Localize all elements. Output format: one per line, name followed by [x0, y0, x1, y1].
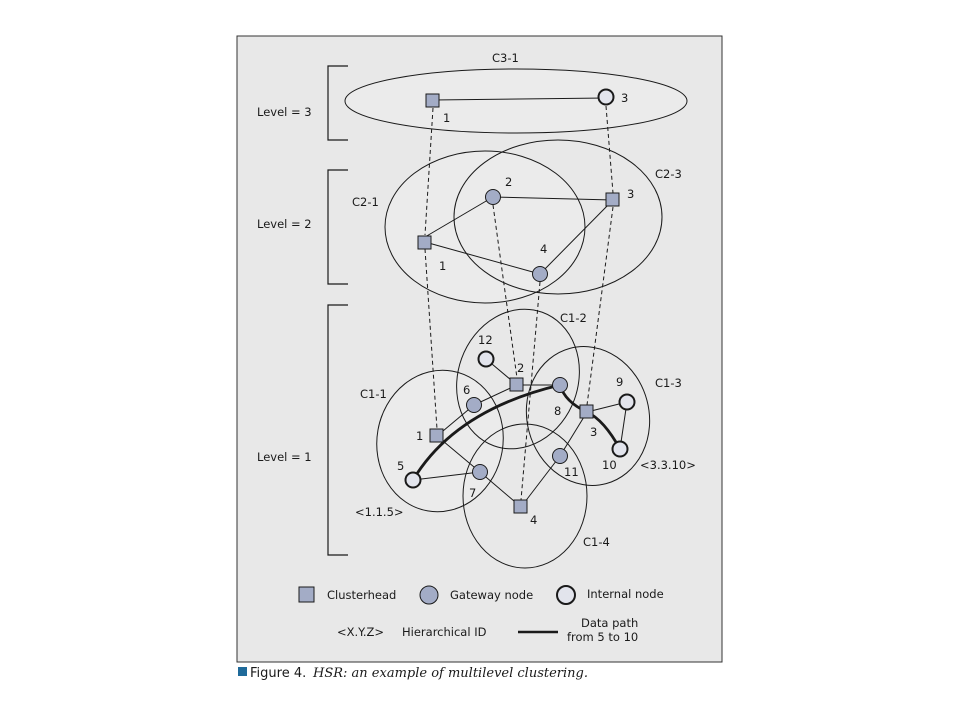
gateway-node: [466, 397, 482, 413]
cluster-c2-1: [384, 150, 586, 304]
legend-data-path-label-2: from 5 to 10: [567, 630, 638, 644]
proj-l2-3-to-l1-3: [586, 206, 614, 406]
legend-data-path-label-1: Data path: [581, 616, 638, 630]
clusterhead-node: [605, 192, 620, 207]
node-id: 1: [439, 259, 446, 273]
link-l3-1-3: [432, 97, 607, 101]
node-id: 12: [478, 333, 493, 347]
node-id: 10: [602, 458, 617, 472]
internal-node: [404, 471, 422, 489]
node-id: 8: [554, 404, 561, 418]
node-id: 3: [621, 91, 628, 105]
link-l2-1-2: [424, 196, 494, 238]
bracket-level-3: [327, 65, 348, 141]
cluster-c2-3: [453, 139, 663, 295]
gateway-node: [552, 377, 568, 393]
cluster-c1-3-label: C1-3: [655, 376, 682, 390]
gateway-node: [552, 448, 568, 464]
node-id: 4: [540, 242, 547, 256]
node-id: 9: [616, 375, 623, 389]
node-id: 11: [564, 465, 579, 479]
figure-panel: [236, 35, 723, 663]
level-2-links: [424, 196, 614, 275]
cluster-c1-2-label: C1-2: [560, 311, 587, 325]
cluster-c3-1-label: C3-1: [492, 51, 519, 65]
level-2-label: Level = 2: [257, 217, 312, 231]
node-id: 7: [469, 486, 476, 500]
level-1-label: Level = 1: [257, 450, 312, 464]
cluster-c1-2: [456, 308, 580, 450]
figure-caption: Figure 4. HSR: an example of multilevel …: [238, 666, 588, 681]
hierarchical-id-node-5: <1.1.5>: [355, 505, 404, 519]
cluster-c1-3: [525, 346, 651, 486]
node-id: 3: [590, 425, 597, 439]
link-l2-4-3: [539, 199, 614, 275]
legend-internal-label: Internal node: [587, 587, 664, 601]
clusterhead-node: [417, 235, 432, 250]
hierarchical-id-node-10: <3.3.10>: [640, 458, 696, 472]
cluster-c1-1-label: C1-1: [360, 387, 387, 401]
node-id: 1: [443, 111, 450, 125]
internal-node: [611, 440, 629, 458]
level-3-label: Level = 3: [257, 105, 312, 119]
node-id: 1: [416, 429, 423, 443]
node-id: 4: [530, 513, 537, 527]
node-id: 5: [397, 459, 404, 473]
bracket-level-2: [327, 169, 348, 285]
clusterhead-node: [425, 93, 440, 108]
level-brackets: [327, 65, 348, 556]
gateway-node: [485, 189, 501, 205]
proj-l2-1-to-l1-1: [424, 248, 438, 430]
cluster-c1-4-label: C1-4: [583, 535, 610, 549]
proj-l2-4-to-l1-4: [520, 281, 541, 501]
legend-xyz: <X.Y.Z>: [337, 625, 384, 639]
link-l2-1-4: [424, 241, 541, 275]
link-11-3: [559, 411, 588, 457]
legend: Clusterhead Gateway node Internal node <…: [298, 585, 664, 644]
proj-l3-1-to-l2-1: [424, 107, 434, 236]
clusterhead-node: [513, 499, 528, 514]
link-4-11: [520, 455, 561, 508]
clusterhead-node: [429, 428, 444, 443]
proj-l2-2-to-l1-2: [492, 204, 518, 379]
level-projections: [424, 105, 614, 501]
legend-gateway-icon: [419, 585, 439, 605]
legend-gateway-label: Gateway node: [450, 588, 533, 602]
legend-clusterhead-label: Clusterhead: [327, 588, 396, 602]
node-id: 3: [627, 187, 634, 201]
node-id: 2: [517, 361, 524, 375]
internal-node: [597, 88, 615, 106]
clusterhead-node: [509, 377, 524, 392]
clusterhead-node: [579, 404, 594, 419]
node-id: 6: [463, 383, 470, 397]
legend-hierarchical-id-label: Hierarchical ID: [402, 625, 487, 639]
gateway-node: [472, 464, 488, 480]
caption-text: HSR: an example of multilevel clustering…: [312, 666, 588, 681]
gateway-node: [532, 266, 548, 282]
cluster-c1-4: [462, 423, 588, 569]
internal-node: [618, 393, 636, 411]
cluster-c3-1: [344, 68, 688, 134]
caption-figure-number: Figure 4.: [250, 666, 306, 681]
legend-clusterhead-icon: [298, 586, 315, 603]
link-5-7: [412, 471, 481, 481]
bracket-level-1: [327, 304, 348, 556]
cluster-c2-3-label: C2-3: [655, 167, 682, 181]
legend-internal-icon: [556, 585, 576, 605]
caption-marker: [238, 667, 247, 676]
internal-node: [477, 350, 495, 368]
link-l2-2-3: [492, 196, 614, 201]
cluster-c2-1-label: C2-1: [352, 195, 379, 209]
proj-l3-3-to-l2-3: [605, 105, 614, 194]
node-id: 2: [505, 175, 512, 189]
